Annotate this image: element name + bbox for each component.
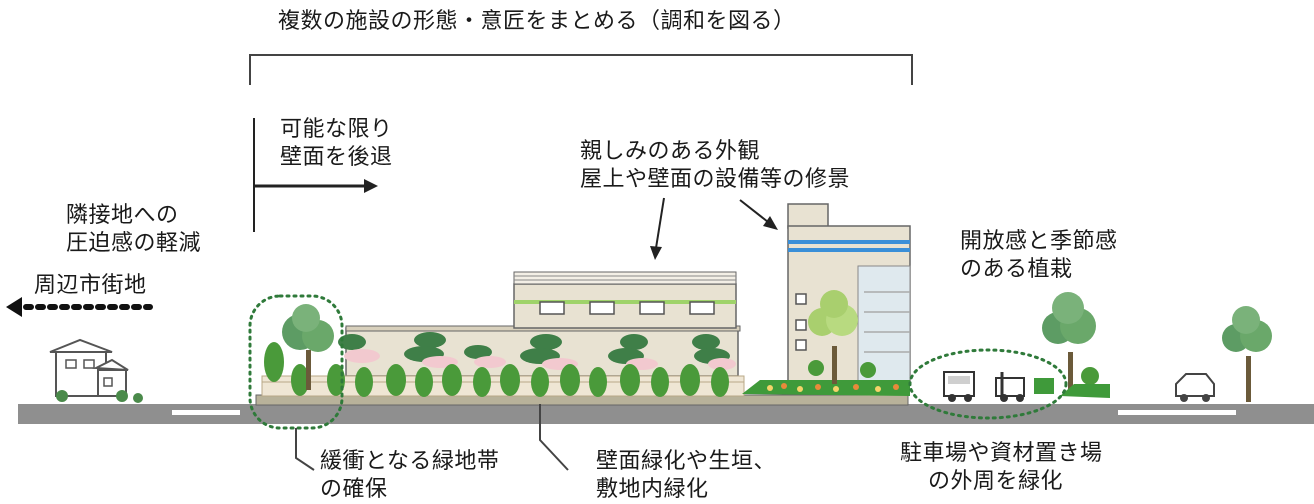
flowers bbox=[767, 383, 899, 392]
house-icon bbox=[49, 338, 143, 403]
neighbor-label: 隣接地への圧迫感の軽減 bbox=[66, 203, 202, 256]
parking-dotted-outline bbox=[908, 348, 1068, 420]
road-marking bbox=[1118, 410, 1236, 415]
surrounding-label: 周辺市街地 bbox=[34, 273, 147, 298]
upper-building bbox=[513, 271, 737, 329]
truck-icon bbox=[943, 371, 975, 402]
garden-trees bbox=[338, 332, 736, 370]
tree-icon bbox=[808, 290, 876, 384]
wall-green-label: 壁面緑化や生垣、敷地内緑化 bbox=[596, 449, 777, 502]
tower-building bbox=[787, 203, 911, 383]
title-bracket bbox=[249, 54, 913, 85]
arrow-right-icon bbox=[254, 179, 378, 193]
page-title: 複数の施設の形態・意匠をまとめる（調和を図る） bbox=[278, 9, 796, 34]
parking-label: 駐車場や資材置き場の外周を緑化 bbox=[900, 441, 1103, 494]
arrow-down-icon bbox=[650, 197, 665, 260]
buffer-label: 緩衝となる緑地帯の確保 bbox=[320, 449, 500, 502]
buffer-leader-line bbox=[295, 428, 315, 471]
road-marking bbox=[172, 410, 240, 415]
arrow-down-right-icon bbox=[739, 199, 778, 230]
parking-hedge bbox=[1034, 378, 1054, 394]
setback-label: 可能な限り壁面を後退 bbox=[280, 117, 393, 170]
tree-icon bbox=[1042, 292, 1099, 394]
arrow-left-icon bbox=[6, 297, 153, 317]
wall-green-leader-line bbox=[539, 404, 569, 471]
facade-label: 親しみのある外観屋上や壁面の設備等の修景 bbox=[580, 139, 851, 192]
forklift-icon bbox=[995, 372, 1025, 402]
road bbox=[18, 404, 1314, 424]
planting-label: 開放感と季節感のある植栽 bbox=[960, 229, 1118, 282]
tree-icon bbox=[1222, 306, 1272, 402]
tree-icon bbox=[282, 304, 334, 390]
lawn bbox=[1060, 384, 1110, 398]
car-icon bbox=[1175, 373, 1215, 402]
buffer-dotted-outline bbox=[248, 294, 344, 430]
hedge bbox=[264, 342, 729, 397]
